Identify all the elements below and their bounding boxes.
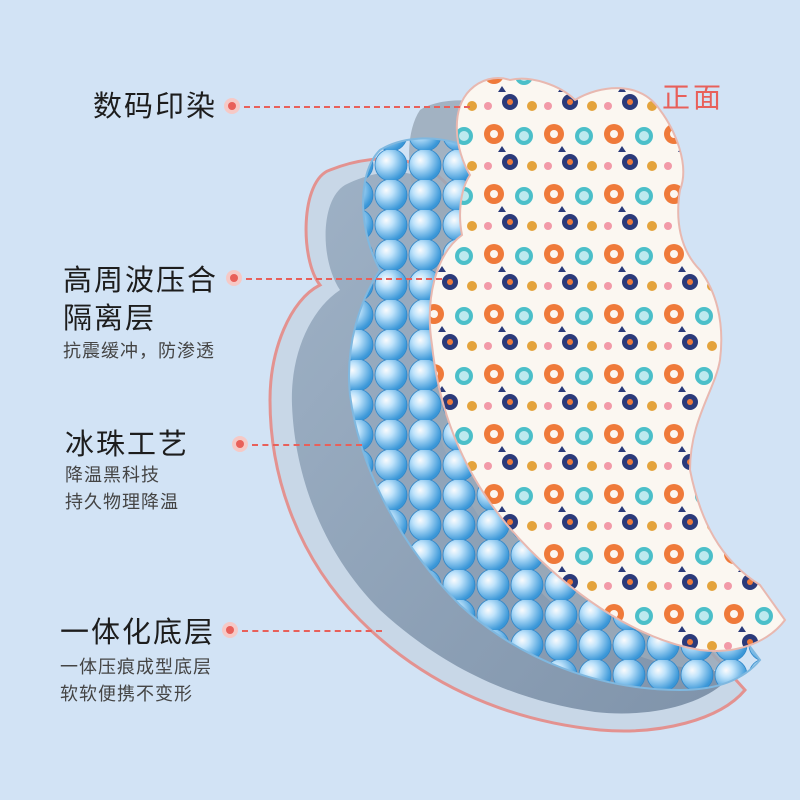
layer-3-subtitle-1: 降温黑科技 [65,465,160,486]
layer-2-leader-line [246,278,442,280]
layer-4-leader-line [242,630,382,632]
layer-3-title: 冰珠工艺 [65,427,190,461]
layer-4-subtitle-1: 一体压痕成型底层 [60,657,212,678]
layer-3-leader-line [252,444,362,446]
layer-2-subtitle: 抗震缓冲，防渗透 [63,341,215,362]
layer-3-marker [232,436,248,452]
layer-1-marker [224,98,240,114]
front-side-label: 正面 [662,81,725,114]
layer-4-marker [222,622,238,638]
layer-1-leader-line [244,106,470,108]
layer-3-subtitle-2: 持久物理降温 [65,492,179,513]
layer-1-title: 数码印染 [93,89,218,123]
layer-2-title: 高周波压合 [63,263,219,297]
layer-2-title-line2: 隔离层 [63,301,157,335]
layer-4-subtitle-2: 软软便携不变形 [60,684,193,705]
layer-4-title: 一体化底层 [60,615,216,649]
layer-2-marker [226,270,242,286]
